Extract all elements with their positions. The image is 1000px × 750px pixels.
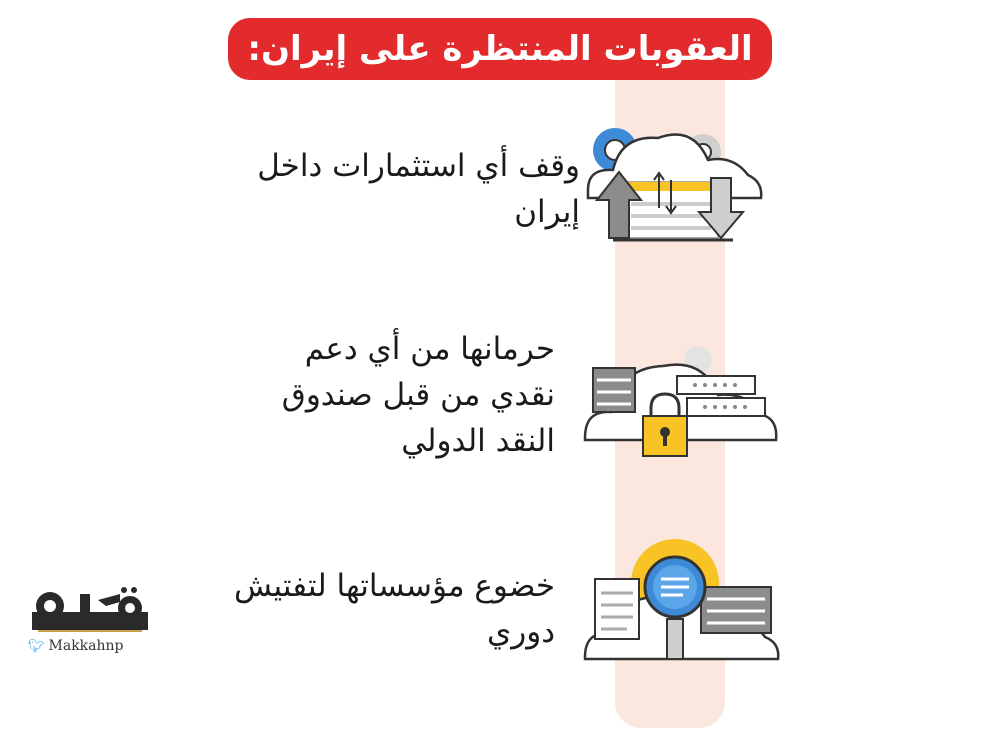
logo-handle-text: Makkahnp — [48, 638, 124, 654]
makkah-logo: 🐦︎ Makkahnp — [28, 586, 153, 661]
item-3-line-2: دوري — [486, 614, 555, 650]
item-2-line-2: نقدي من قبل صندوق — [281, 377, 555, 413]
logo-handle: 🐦︎ Makkahnp — [28, 638, 153, 654]
title-banner: العقوبات المنتظرة على إيران: — [228, 18, 772, 80]
item-1-text: وقف أي استثمارات داخل إيران — [240, 143, 580, 235]
cloud-inspection-icon — [583, 539, 780, 661]
cloud-transfer-icon — [586, 128, 763, 242]
cloud-lock-icon — [583, 346, 778, 457]
page-title: العقوبات المنتظرة على إيران: — [247, 29, 753, 69]
item-2-line-1: حرمانها من أي دعم — [304, 331, 555, 367]
makkah-logo-mark — [32, 587, 148, 632]
item-3-text: خضوع مؤسساتها لتفتيش دوري — [215, 563, 555, 655]
item-3-line-1: خضوع مؤسساتها لتفتيش — [233, 568, 555, 604]
twitter-bird-icon: 🐦︎ — [28, 638, 45, 654]
item-1-line-2: إيران — [514, 194, 580, 230]
item-2-text: حرمانها من أي دعم نقدي من قبل صندوق النق… — [215, 326, 555, 464]
item-2-line-3: النقد الدولي — [401, 423, 555, 459]
item-1-line-1: وقف أي استثمارات داخل — [257, 148, 580, 184]
